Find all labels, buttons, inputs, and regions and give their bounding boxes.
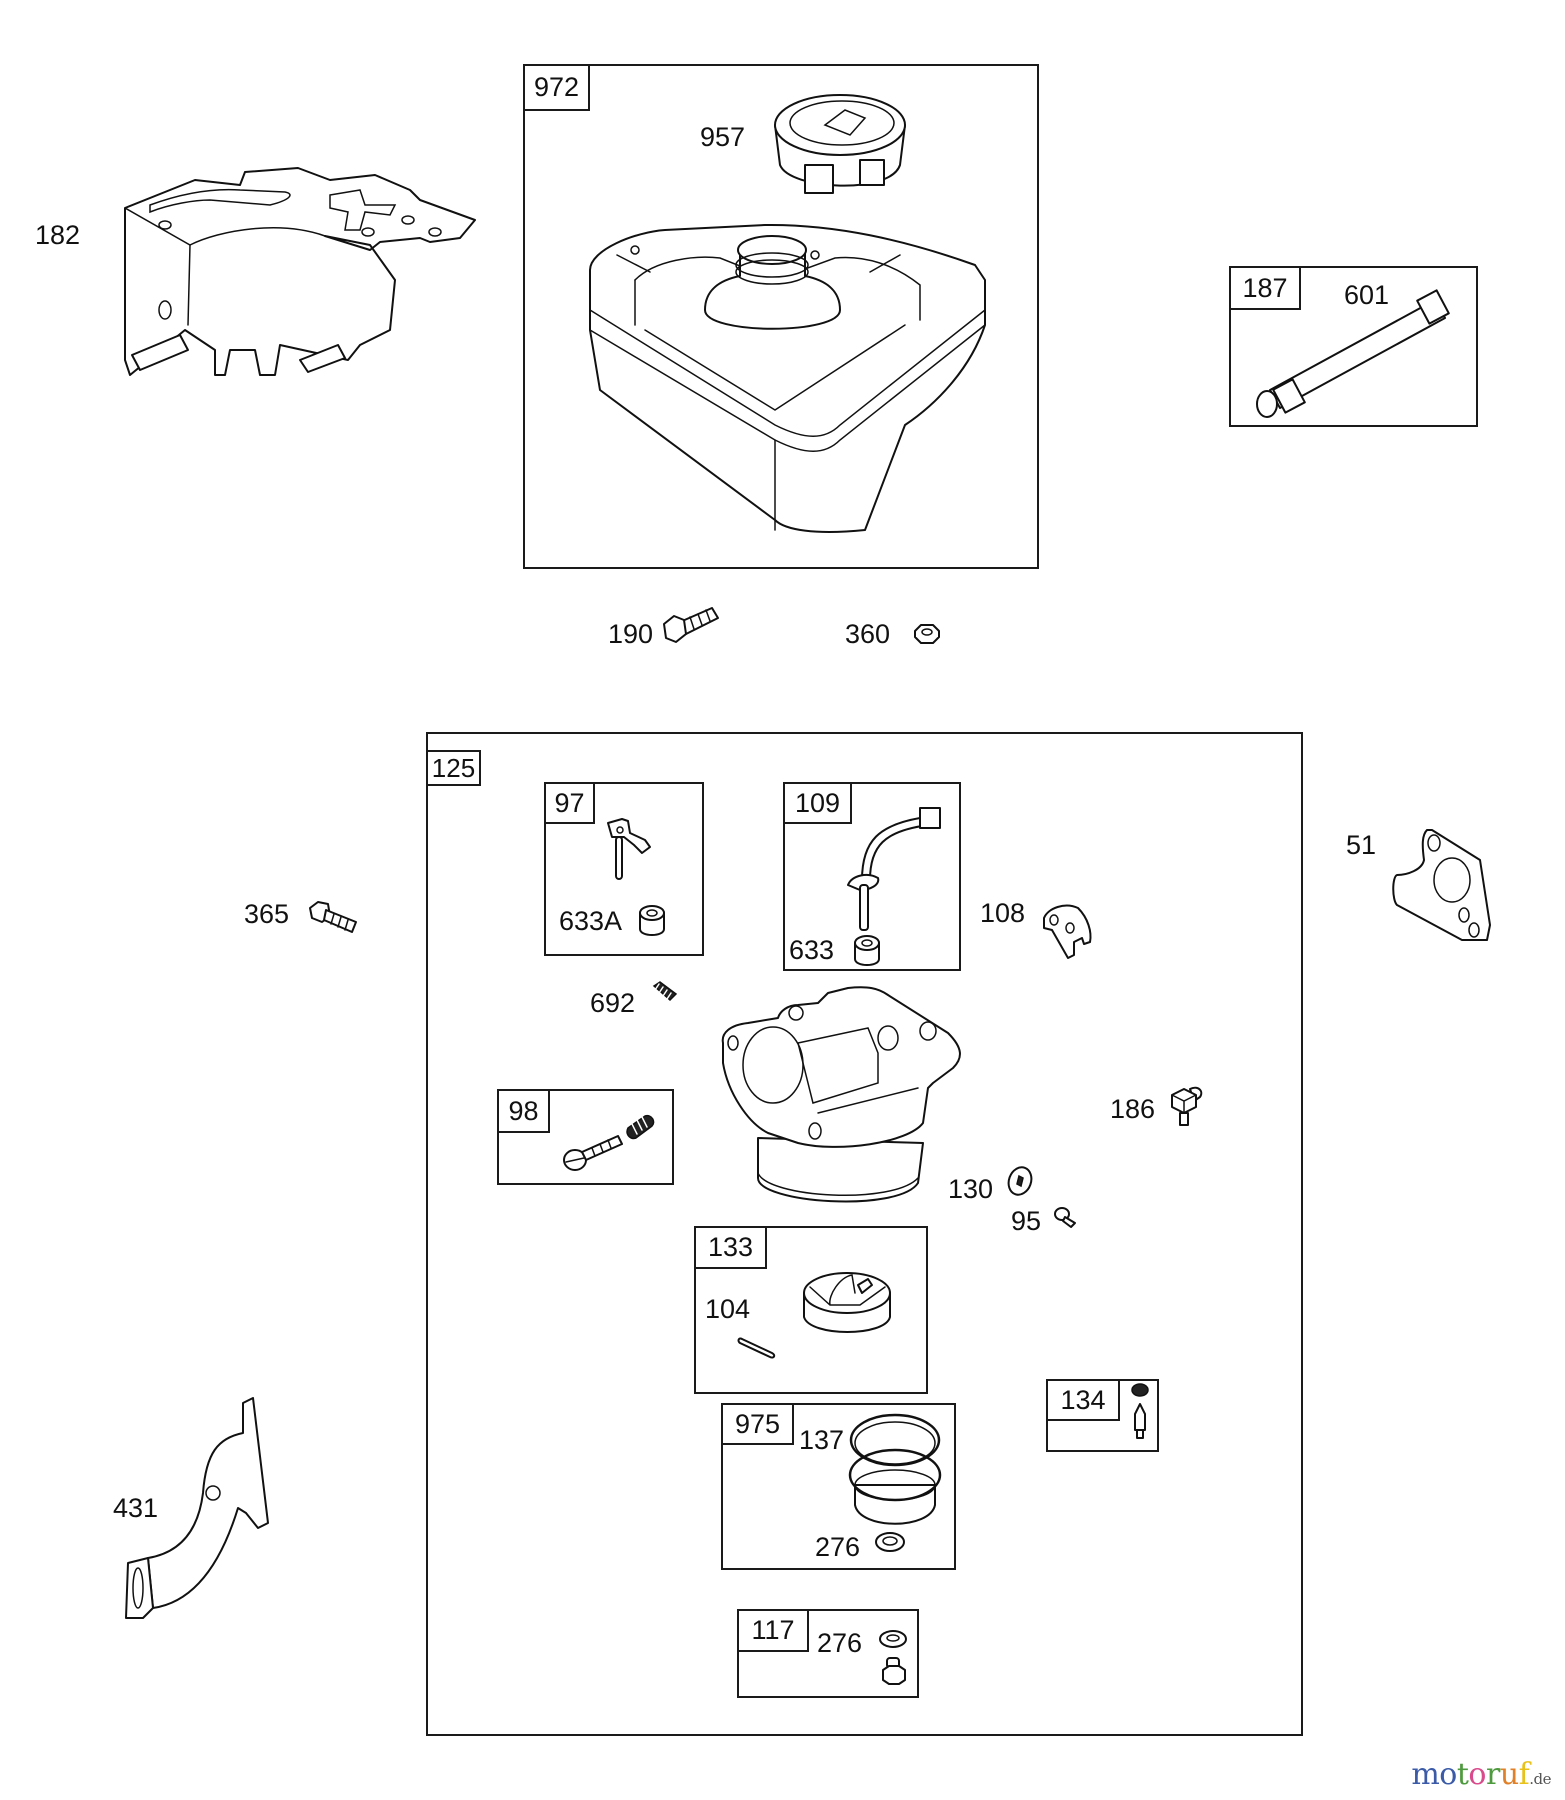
plate-icon[interactable] [1040,900,1095,962]
carburetor-kit-frame [426,732,1303,1736]
float-icon[interactable] [800,1265,895,1340]
part-number-186[interactable]: 186 [1110,1094,1156,1124]
part-number-182[interactable]: 182 [35,220,81,250]
part-number-190[interactable]: 190 [608,619,654,649]
carburetor-body-icon[interactable] [718,983,968,1213]
part-number-276[interactable]: 276 [817,1628,863,1658]
throttle-shaft-kit-frame [544,782,704,956]
logo-tld: .de [1529,1770,1551,1788]
part-number-601[interactable]: 601 [1344,280,1390,310]
kit-tag-125[interactable]: 125 [426,750,481,786]
kit-tag-97[interactable]: 97 [544,782,595,824]
screw-icon[interactable] [662,604,720,646]
gasket-icon[interactable] [1392,825,1497,950]
bowl-kit-frame [721,1403,956,1570]
fuel-hose-icon[interactable] [1250,280,1460,420]
part-number-360[interactable]: 360 [845,619,891,649]
part-number-431[interactable]: 431 [113,1493,159,1523]
throttle-lever-icon[interactable] [600,815,660,885]
logo-letter: r [1485,1757,1500,1792]
logo-letter: o [1439,1757,1457,1792]
pin-icon[interactable] [738,1333,778,1359]
nut-icon[interactable] [913,623,941,645]
logo-letter: f [1518,1757,1530,1792]
kit-tag-133[interactable]: 133 [694,1226,767,1269]
seal-icon[interactable] [637,903,667,937]
part-number-95[interactable]: 95 [1011,1206,1042,1236]
part-number-108[interactable]: 108 [980,898,1026,928]
part-number-104[interactable]: 104 [705,1294,751,1324]
kit-tag-98[interactable]: 98 [497,1089,550,1133]
bowl-nut-icon[interactable] [877,1628,909,1690]
small-screw-icon[interactable] [1053,1205,1079,1229]
fuel-cap-icon[interactable] [770,90,910,200]
float-kit-frame [694,1226,928,1394]
kit-tag-972[interactable]: 972 [523,64,590,111]
part-number-137[interactable]: 137 [799,1425,845,1455]
part-number-51[interactable]: 51 [1346,830,1377,860]
kit-tag-109[interactable]: 109 [783,782,852,824]
part-number-130[interactable]: 130 [948,1174,994,1204]
fuel-tank-icon[interactable] [575,210,1005,550]
kit-tag-187[interactable]: 187 [1229,266,1301,310]
logo-letter: o [1468,1757,1486,1792]
seal-icon[interactable] [852,933,882,967]
fuel-line-kit-frame [1229,266,1478,427]
kit-tag-134[interactable]: 134 [1046,1379,1120,1421]
washer-icon[interactable] [874,1531,906,1553]
fuel-tank-kit-frame [523,64,1039,569]
logo-letter: m [1411,1757,1440,1792]
watermark-logo: motoruf.de [1411,1757,1551,1792]
part-number-633[interactable]: 633 [789,935,835,965]
valve-icon[interactable] [1005,1164,1035,1198]
logo-letter: u [1499,1757,1519,1792]
spring-icon[interactable] [650,980,680,1004]
idle-screw-kit-frame [497,1089,674,1185]
part-number-276[interactable]: 276 [815,1532,861,1562]
fitting-icon[interactable] [1170,1085,1206,1127]
bowl-nut-kit-frame [737,1609,919,1698]
choke-shaft-icon[interactable] [840,790,950,935]
bolt-icon[interactable] [308,900,360,934]
part-number-957[interactable]: 957 [700,122,746,152]
bracket-icon[interactable] [120,160,480,390]
part-number-692[interactable]: 692 [590,988,636,1018]
kit-tag-975[interactable]: 975 [721,1403,794,1445]
bowl-icon[interactable] [845,1410,945,1530]
intake-elbow-icon[interactable] [118,1393,288,1623]
part-number-365[interactable]: 365 [244,899,290,929]
part-number-633a[interactable]: 633A [559,906,623,936]
logo-letter: t [1456,1757,1469,1792]
choke-shaft-kit-frame [783,782,961,971]
idle-screw-icon[interactable] [560,1110,660,1175]
kit-tag-117[interactable]: 117 [737,1609,809,1652]
needle-valve-icon[interactable] [1127,1382,1153,1447]
